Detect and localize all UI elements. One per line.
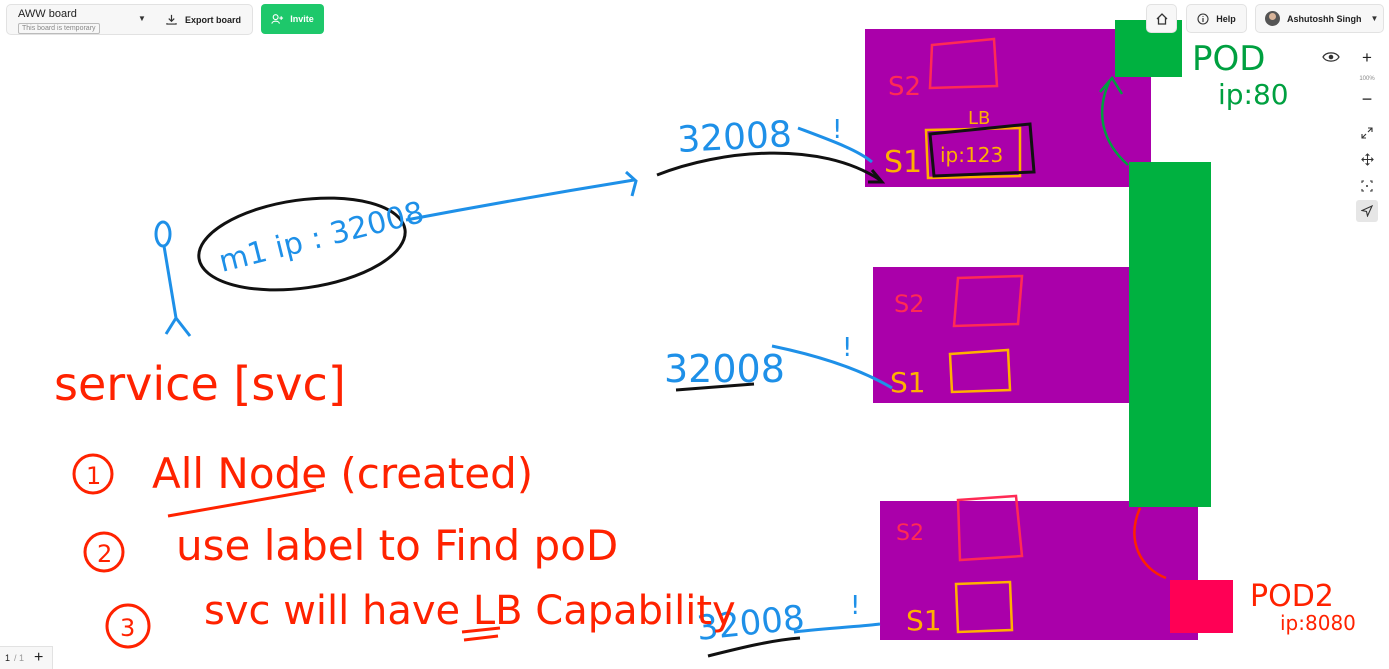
board-name[interactable]: AWW board <box>18 8 77 20</box>
node-2-s1-label: S1 <box>890 366 926 399</box>
notes: service [svc] 1 All Node (created) 2 use… <box>54 357 736 649</box>
chevron-down-icon: ▼ <box>1370 14 1379 23</box>
pod-2-ip: ip:8080 <box>1280 611 1356 635</box>
user-ip-circle <box>197 196 407 292</box>
board-menu[interactable]: AWW board This board is temporary ▼ <box>7 5 152 34</box>
node-3-s1-slot <box>954 580 1014 634</box>
node-1-s2-slot <box>928 37 999 90</box>
page-navigator: 1 / 1 + <box>0 646 53 669</box>
pointer-tool-button[interactable] <box>1356 200 1378 222</box>
help-button[interactable]: Help <box>1186 4 1247 33</box>
zoom-level: 100% <box>1359 76 1375 82</box>
node-2-s2-slot <box>952 274 1024 328</box>
node-1-request-arrow <box>656 151 881 182</box>
notes-item-1-text: All Node (created) <box>152 449 533 498</box>
invite-button[interactable]: Invite <box>261 4 324 34</box>
node-3-s1-label: S1 <box>906 604 942 637</box>
notes-item-2-circle <box>83 531 125 573</box>
select-area-button[interactable] <box>1356 175 1378 197</box>
notes-item-2-num: 2 <box>97 540 112 568</box>
pod-2-label: POD2 <box>1250 579 1334 614</box>
add-user-icon <box>271 14 284 24</box>
user-request-arrow <box>405 178 635 222</box>
pod-2[interactable]: POD2 ip:8080 <box>1133 507 1356 635</box>
help-label: Help <box>1216 13 1236 24</box>
node-1-request-arrowhead <box>868 169 886 184</box>
node-2-port-underline <box>675 382 755 392</box>
invite-label: Invite <box>290 14 314 24</box>
node-3-s2-label: S2 <box>896 521 924 546</box>
node-1-ip-label: ip:123 <box>940 143 1003 167</box>
chevron-down-icon[interactable]: ▼ <box>138 14 146 23</box>
notes-item-3-text: svc will have LB Capability <box>204 588 736 634</box>
node-2-s2-label: S2 <box>894 290 925 318</box>
pod-2-arrow <box>1133 507 1167 580</box>
fullscreen-button[interactable] <box>1356 122 1378 144</box>
user-menu[interactable]: Ashutoshh Singh ▼ <box>1255 4 1384 33</box>
notes-item-1-num: 1 <box>86 462 101 490</box>
node-2[interactable]: S2 S1 32008 ! <box>664 267 1133 403</box>
node-2-port-label: 32008 <box>664 347 785 391</box>
page-current[interactable]: 1 <box>5 653 11 663</box>
notes-item-3-num: 3 <box>120 614 135 642</box>
node-2-port-arrow <box>771 344 893 390</box>
selection-icon <box>1361 180 1373 192</box>
node-1-s2-label: S2 <box>888 72 921 102</box>
node-3-s2-slot <box>956 494 1024 562</box>
user-ip-label: m1 ip : 32008 <box>215 195 427 280</box>
pod-1-ip: ip:80 <box>1218 78 1289 111</box>
notes-item-2-text: use label to Find poD <box>176 521 618 570</box>
avatar <box>1265 11 1280 26</box>
node-1-lb-label: LB <box>968 108 990 129</box>
eye-icon[interactable] <box>1322 50 1340 64</box>
export-board-label: Export board <box>185 14 242 25</box>
user-figure[interactable]: m1 ip : 32008 <box>154 170 638 337</box>
node-1-s1-label: S1 <box>884 145 922 180</box>
pan-tool-button[interactable] <box>1356 148 1378 170</box>
move-icon <box>1360 152 1374 166</box>
zoom-in-button[interactable]: + <box>1362 48 1372 67</box>
node-3[interactable]: S2 S1 32008 ! <box>695 494 1198 658</box>
node-3-port-mark: ! <box>850 591 860 621</box>
board-panel: AWW board This board is temporary ▼ Expo… <box>6 4 253 35</box>
user-name: Ashutoshh Singh <box>1287 13 1362 24</box>
node-1-port-mark: ! <box>832 115 842 145</box>
user-request-arrowhead <box>624 170 638 197</box>
zoom-out-button[interactable]: − <box>1361 89 1373 109</box>
download-icon <box>166 14 177 25</box>
notes-item-3-underline <box>461 626 501 642</box>
notes-item-1-underline <box>167 488 317 518</box>
notes-item-3-circle <box>105 603 151 649</box>
add-page-button[interactable]: + <box>34 649 44 666</box>
home-icon <box>1156 12 1167 25</box>
user-body <box>162 245 192 337</box>
node-3-box <box>880 501 1198 640</box>
notes-item-1-circle <box>72 453 114 495</box>
node-3-port-underline <box>707 636 801 658</box>
navigation-arrow-icon <box>1361 205 1373 217</box>
user-head <box>154 220 172 248</box>
node-2-box <box>873 267 1133 403</box>
pod-1-label: POD <box>1192 39 1265 79</box>
temporary-badge: This board is temporary <box>18 23 100 34</box>
node-1[interactable]: S2 S1 LB ip:123 32008 ! <box>656 29 1151 187</box>
page-total: / 1 <box>14 653 25 663</box>
pod-1-arrow <box>1100 79 1129 166</box>
notes-title: service [svc] <box>54 357 346 411</box>
node-2-s1-slot <box>948 348 1012 394</box>
pod-2-box <box>1170 580 1233 633</box>
pod-1-column <box>1129 162 1211 507</box>
node-2-port-mark: ! <box>842 333 852 363</box>
node-1-port-arrow <box>797 126 873 164</box>
pod-1-arrowhead <box>1099 75 1124 95</box>
node-1-lb-circle <box>928 122 1036 178</box>
home-button[interactable] <box>1146 4 1177 33</box>
info-icon <box>1197 12 1209 25</box>
export-board-button[interactable]: Export board <box>152 5 241 34</box>
expand-icon <box>1361 127 1373 139</box>
node-3-port-arrow <box>793 622 881 634</box>
